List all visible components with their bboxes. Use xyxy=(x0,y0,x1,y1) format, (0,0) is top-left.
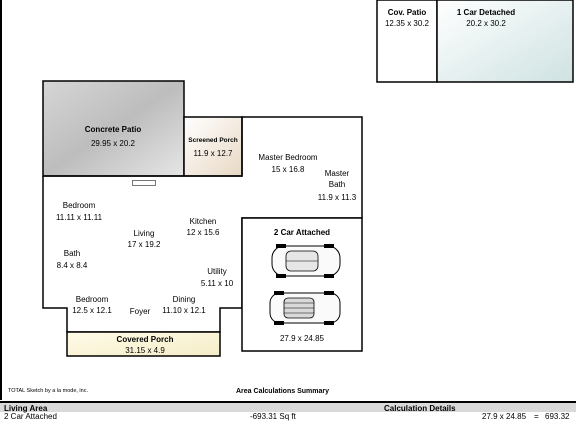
garage-dims-label: 27.9 x 24.85 xyxy=(279,334,325,343)
car-detached-area xyxy=(436,0,574,83)
summary-row-calc: 27.9 x 24.85 xyxy=(482,412,527,421)
garage-area xyxy=(241,217,363,352)
living-label: Living 17 x 19.2 xyxy=(127,229,161,249)
concrete-patio-label: Concrete Patio 29.95 x 20.2 xyxy=(84,125,142,148)
covered-porch-label: Covered Porch 31.15 x 4.9 xyxy=(116,335,174,355)
floor-plan xyxy=(42,80,363,357)
garage-label: 2 Car Attached xyxy=(273,228,331,237)
car-detached-label: 1 Car Detached 20.2 x 30.2 xyxy=(456,8,516,28)
master-bedroom-label: Master Bedroom 15 x 16.8 xyxy=(258,153,318,174)
bedroom-2-label: Bedroom 12.5 x 12.1 xyxy=(72,295,112,315)
page-border xyxy=(0,0,2,400)
summary-header: Living Area Calculation Details xyxy=(0,401,576,413)
window-icon xyxy=(132,180,156,186)
car-2-icon xyxy=(269,291,341,325)
cov-patio-area xyxy=(376,0,438,83)
bath-label: Bath 8.4 x 8.4 xyxy=(56,249,88,270)
cov-patio-label: Cov. Patio 12.35 x 30.2 xyxy=(384,8,430,28)
covered-porch-area xyxy=(66,331,221,357)
car-1-icon xyxy=(271,244,341,278)
screened-porch-label: Screened Porch 11.9 x 12.7 xyxy=(188,137,238,158)
foyer-label: Foyer xyxy=(129,307,151,316)
summary-title: Area Calculations Summary xyxy=(236,388,329,395)
summary-header-right: Calculation Details xyxy=(384,404,456,413)
bedroom-1-label: Bedroom 11.11 x 11.11 xyxy=(55,201,103,222)
sketch-credit: TOTAL Sketch by a la mode, inc. xyxy=(8,388,88,394)
summary-row-area: -693.31 Sq ft xyxy=(250,412,296,421)
summary-row-result: 693.32 xyxy=(545,412,570,421)
kitchen-label: Kitchen 12 x 15.6 xyxy=(186,217,220,237)
summary-row-equals: = xyxy=(534,412,539,421)
dining-label: Dining 11.10 x 12.1 xyxy=(162,295,206,315)
summary-row-name: 2 Car Attached xyxy=(4,412,57,421)
master-bath-label: Master Bath 11.9 x 11.3 xyxy=(317,169,357,202)
detached-structures xyxy=(376,0,574,83)
summary-header-left: Living Area xyxy=(4,404,48,413)
utility-label: Utility 5.11 x 10 xyxy=(200,267,234,288)
